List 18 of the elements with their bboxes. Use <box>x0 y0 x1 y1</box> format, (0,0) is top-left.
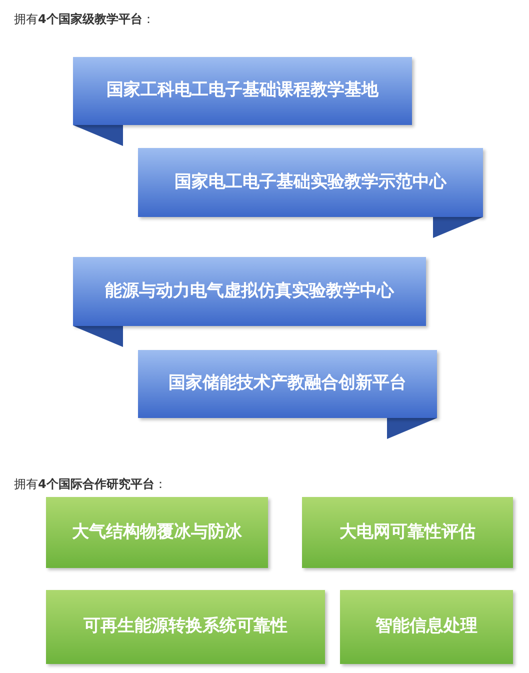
platform-name: 大电网可靠性评估 <box>340 520 476 544</box>
ribbon-banner <box>73 57 412 125</box>
platform-name: 国家储能技术产教融合创新平台 <box>168 372 406 396</box>
platform-box <box>46 497 268 568</box>
platform-box <box>340 590 513 664</box>
platform-box <box>302 497 513 568</box>
platform-name: 智能信息处理 <box>376 615 478 638</box>
platform-name: 国家工科电工电子基础课程教学基地 <box>106 79 378 102</box>
platform-name: 可再生能源转换系统可靠性 <box>84 615 288 638</box>
platform-box <box>46 590 325 664</box>
ribbon-banner <box>73 257 426 326</box>
section-heading: 拥有4个国际合作研究平台： <box>14 476 166 493</box>
platform-name: 能源与动力电气虚拟仿真实验教学中心 <box>105 280 394 303</box>
ribbon-banner <box>138 350 437 418</box>
section-heading: 拥有4个国家级教学平台： <box>14 11 154 28</box>
platform-name: 国家电工电子基础实验教学示范中心 <box>174 170 446 194</box>
platform-name: 大气结构物覆冰与防冰 <box>72 520 242 544</box>
ribbon-banner <box>138 148 483 217</box>
